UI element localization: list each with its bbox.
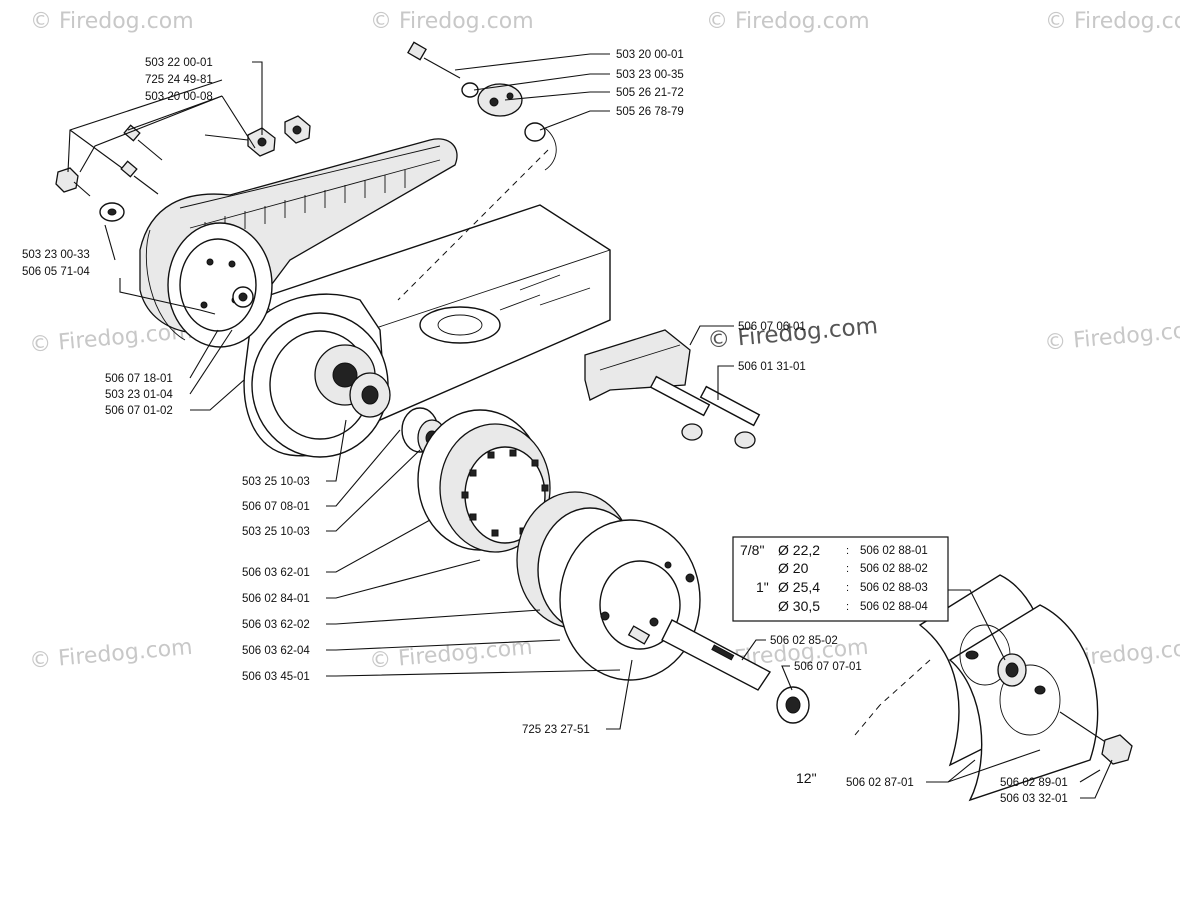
part-number-label: 503 23 01-04 (105, 389, 173, 401)
part-number: 506 02 88-03 (860, 582, 928, 594)
part-number-label: 506 07 07-01 (794, 661, 862, 673)
blade-size-label: 12" (796, 770, 817, 786)
guard-bracket (584, 329, 761, 449)
inch-size: 1" (756, 579, 769, 595)
arbor-bushing-table: 7/8" Ø 22,2 : 506 02 88-01 Ø 20 : 506 02… (732, 536, 949, 622)
table-row: Ø 20 : 506 02 88-02 (778, 560, 928, 576)
diameter: Ø 20 (778, 560, 809, 576)
part-number-label: 506 07 18-01 (105, 373, 173, 385)
part-number-label: 506 01 31-01 (738, 361, 806, 373)
table-row: 1" Ø 25,4 : 506 02 88-03 (756, 579, 928, 595)
part-number: 506 02 88-01 (860, 545, 928, 557)
watermark: © Firedog.com (28, 635, 193, 674)
hardware-top-left (55, 115, 311, 222)
svg-text::: : (846, 582, 849, 594)
part-number-label: 503 23 00-35 (616, 69, 684, 81)
part-number-label: 725 24 49-81 (145, 74, 213, 86)
part-number-label: 503 25 10-03 (242, 476, 310, 488)
part-number-label: 505 26 21-72 (616, 87, 684, 99)
part-number-label: 505 26 78-79 (616, 106, 684, 118)
svg-text::: : (846, 545, 849, 557)
part-number-label: 506 05 71-04 (22, 266, 90, 278)
watermark: © Firedog.com (1045, 9, 1180, 34)
watermark-dark: © Firedog.com (706, 313, 879, 354)
table-row: 7/8" Ø 22,2 : 506 02 88-01 (740, 542, 928, 558)
leader-lines (67, 53, 1113, 799)
part-number: 506 02 88-02 (860, 563, 928, 575)
part-number-label: 506 07 08-01 (242, 501, 310, 513)
part-number-label: 503 25 10-03 (242, 526, 310, 538)
watermark: © Firedog.com (30, 9, 194, 34)
blade-assembly (918, 574, 1133, 802)
hardware-top-center (407, 41, 557, 171)
part-number-label: 506 03 32-01 (1000, 793, 1068, 805)
part-number-label: 506 03 45-01 (242, 671, 310, 683)
part-number-label: 506 07 01-02 (105, 405, 173, 417)
part-number-label: 503 22 00-01 (145, 57, 213, 69)
part-number-label: 506 02 89-01 (1000, 777, 1068, 789)
diameter: Ø 22,2 (778, 542, 820, 558)
part-number: 506 02 88-04 (860, 601, 928, 613)
watermark: © Firedog.com (368, 635, 533, 674)
part-number-label: 506 02 87-01 (846, 777, 914, 789)
part-number-label: 503 20 00-08 (145, 91, 213, 103)
part-number-label: 506 03 62-02 (242, 619, 310, 631)
diameter: Ø 30,5 (778, 598, 820, 614)
part-number-label: 725 23 27-51 (522, 724, 590, 736)
inch-size: 7/8" (740, 542, 764, 558)
table-row: Ø 30,5 : 506 02 88-04 (778, 598, 928, 614)
watermark: © Firedog.com (370, 9, 534, 34)
gear-housing (139, 138, 611, 458)
assembly-axes (397, 149, 931, 736)
watermark: © Firedog.com (1043, 317, 1180, 356)
part-number-label: 506 03 62-04 (242, 645, 310, 657)
watermark: © Firedog.com (706, 9, 870, 34)
part-number-label: 506 03 62-01 (242, 567, 310, 579)
part-number-label: 506 02 85-02 (770, 635, 838, 647)
svg-text::: : (846, 563, 849, 575)
part-number-label: 503 20 00-01 (616, 49, 684, 61)
diameter: Ø 25,4 (778, 579, 820, 595)
clutch-drums (417, 409, 810, 724)
part-number-label: 503 23 00-33 (22, 249, 90, 261)
svg-text::: : (846, 601, 849, 613)
part-number-label: 506 02 84-01 (242, 593, 310, 605)
part-number-label: 506 07 06-01 (738, 321, 806, 333)
callout-labels: 503 22 00-01 725 24 49-81 503 20 00-08 5… (22, 49, 1068, 805)
